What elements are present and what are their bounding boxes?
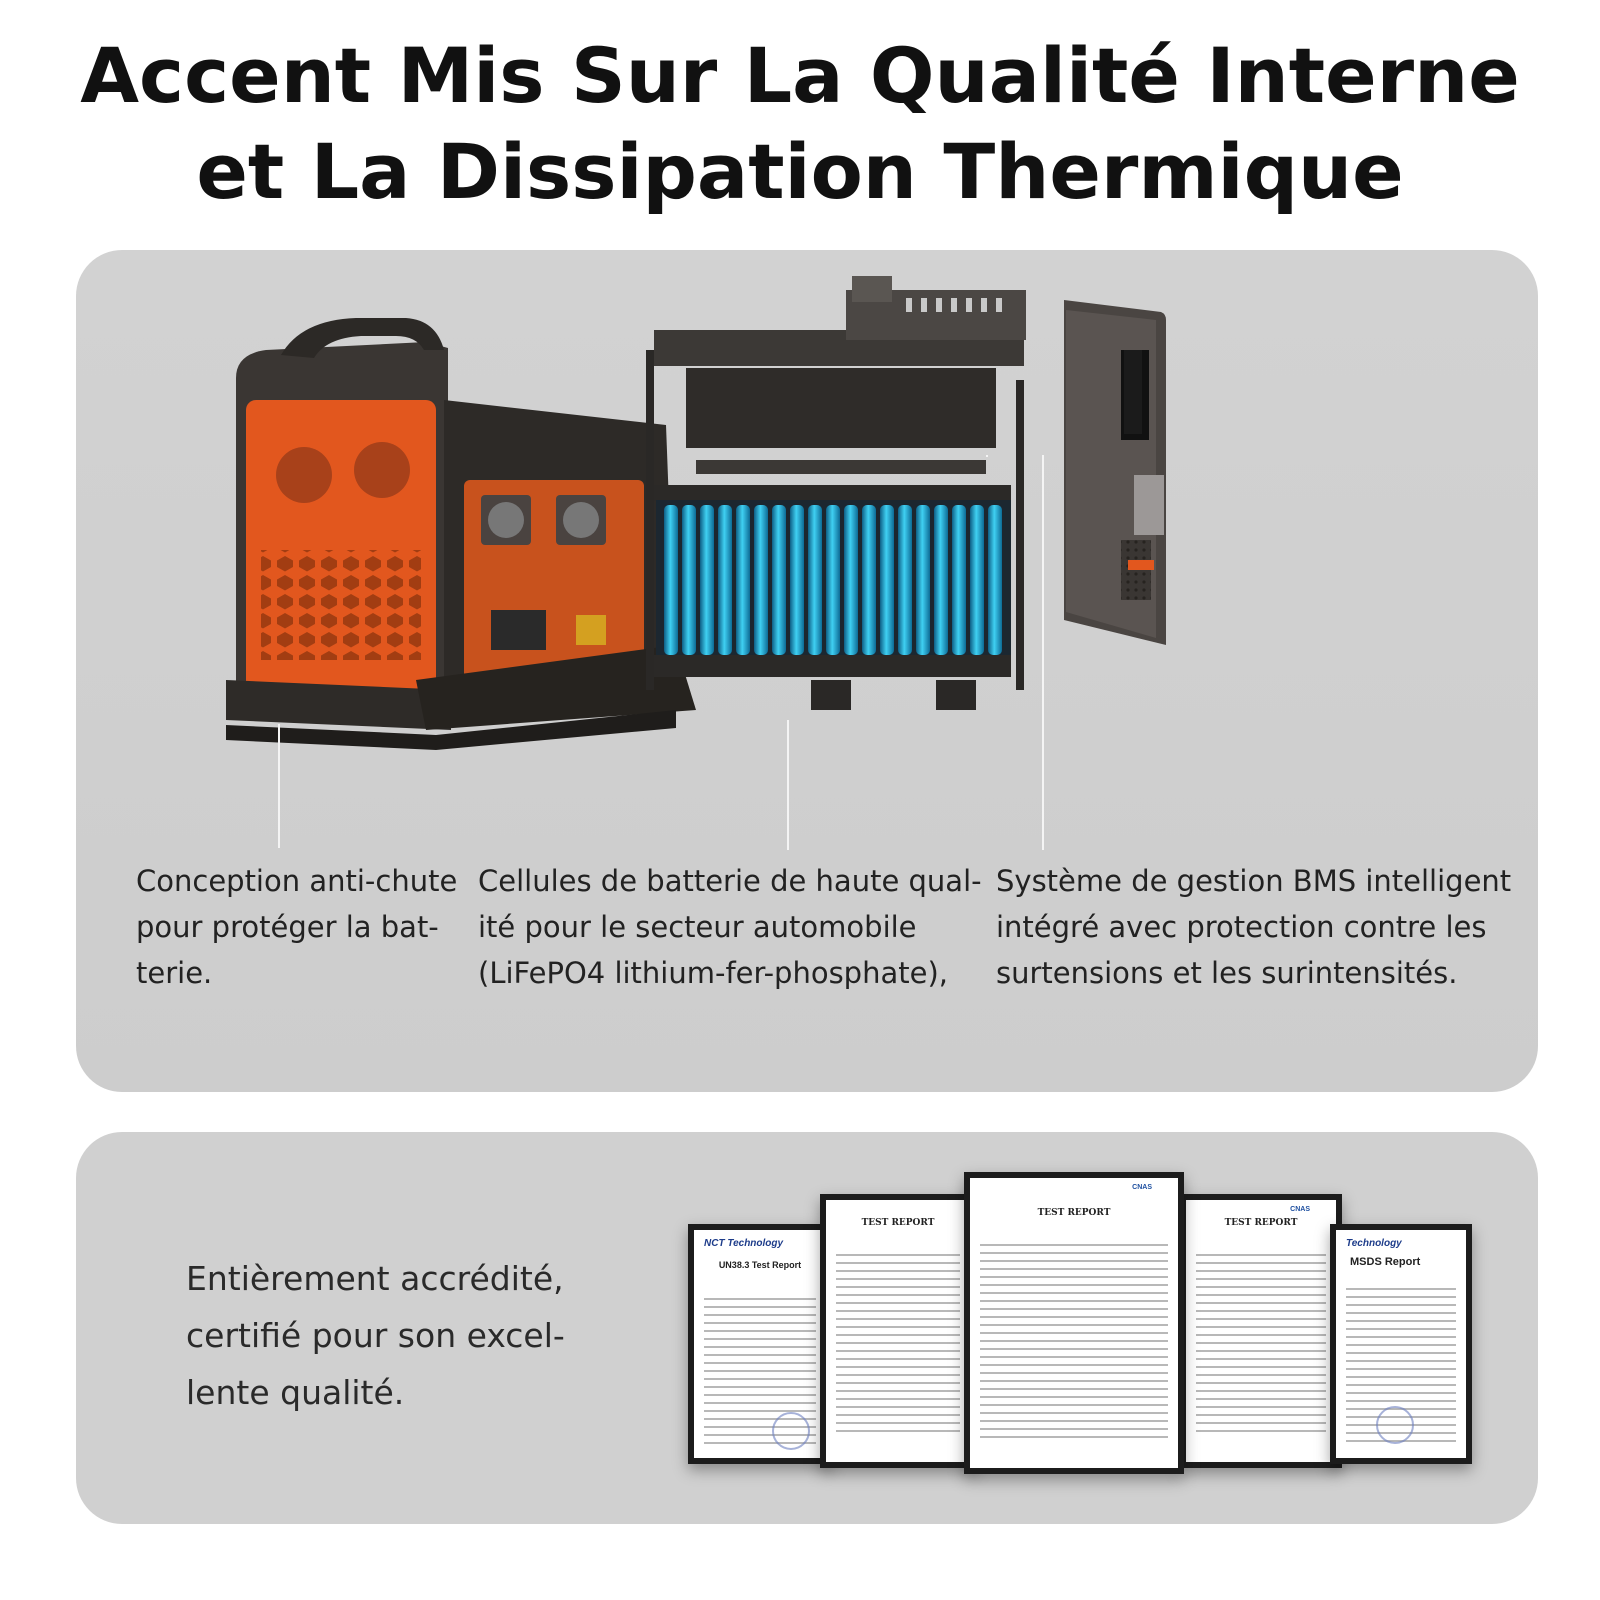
seal-icon bbox=[1376, 1406, 1414, 1444]
leader-line-bms-v bbox=[1042, 455, 1044, 850]
internal-quality-panel: Conception anti-chute pour protéger la b… bbox=[76, 250, 1538, 1092]
feature-bms-system: Système de gestion BMS intelligent intég… bbox=[996, 864, 1512, 990]
title-line-1: Accent Mis Sur La Qualité Interne bbox=[80, 31, 1520, 120]
leader-line-bms-h bbox=[986, 455, 988, 457]
outer-case bbox=[226, 318, 696, 750]
certification-panel: Entièrement accrédité, certifié pour son… bbox=[76, 1132, 1538, 1524]
title-line-2: et La Dissipation Thermique bbox=[196, 127, 1404, 216]
certificate-test-report-1: TEST REPORT bbox=[820, 1194, 976, 1468]
certificate-msds: Technology MSDS Report bbox=[1330, 1224, 1472, 1464]
seal-icon bbox=[772, 1412, 810, 1450]
page-title: Accent Mis Sur La Qualité Interne et La … bbox=[0, 28, 1600, 220]
certificate-un383: NCT Technology UN38.3 Test Report bbox=[688, 1224, 832, 1464]
exploded-product-illustration bbox=[226, 276, 1166, 850]
certificate-test-report-3: CNAS TEST REPORT bbox=[1180, 1194, 1342, 1468]
leader-line-case bbox=[278, 724, 280, 848]
leader-line-cells bbox=[787, 720, 789, 850]
front-panel bbox=[1064, 300, 1166, 645]
battery-module bbox=[646, 276, 1026, 710]
feature-anti-drop: Conception anti-chute pour protéger la b… bbox=[136, 864, 458, 990]
feature-battery-cells: Cellules de batterie de haute qual- ité … bbox=[478, 864, 982, 990]
certification-text: Entièrement accrédité, certifié pour son… bbox=[186, 1259, 565, 1412]
certificate-test-report-2: CNAS TEST REPORT bbox=[964, 1172, 1184, 1474]
